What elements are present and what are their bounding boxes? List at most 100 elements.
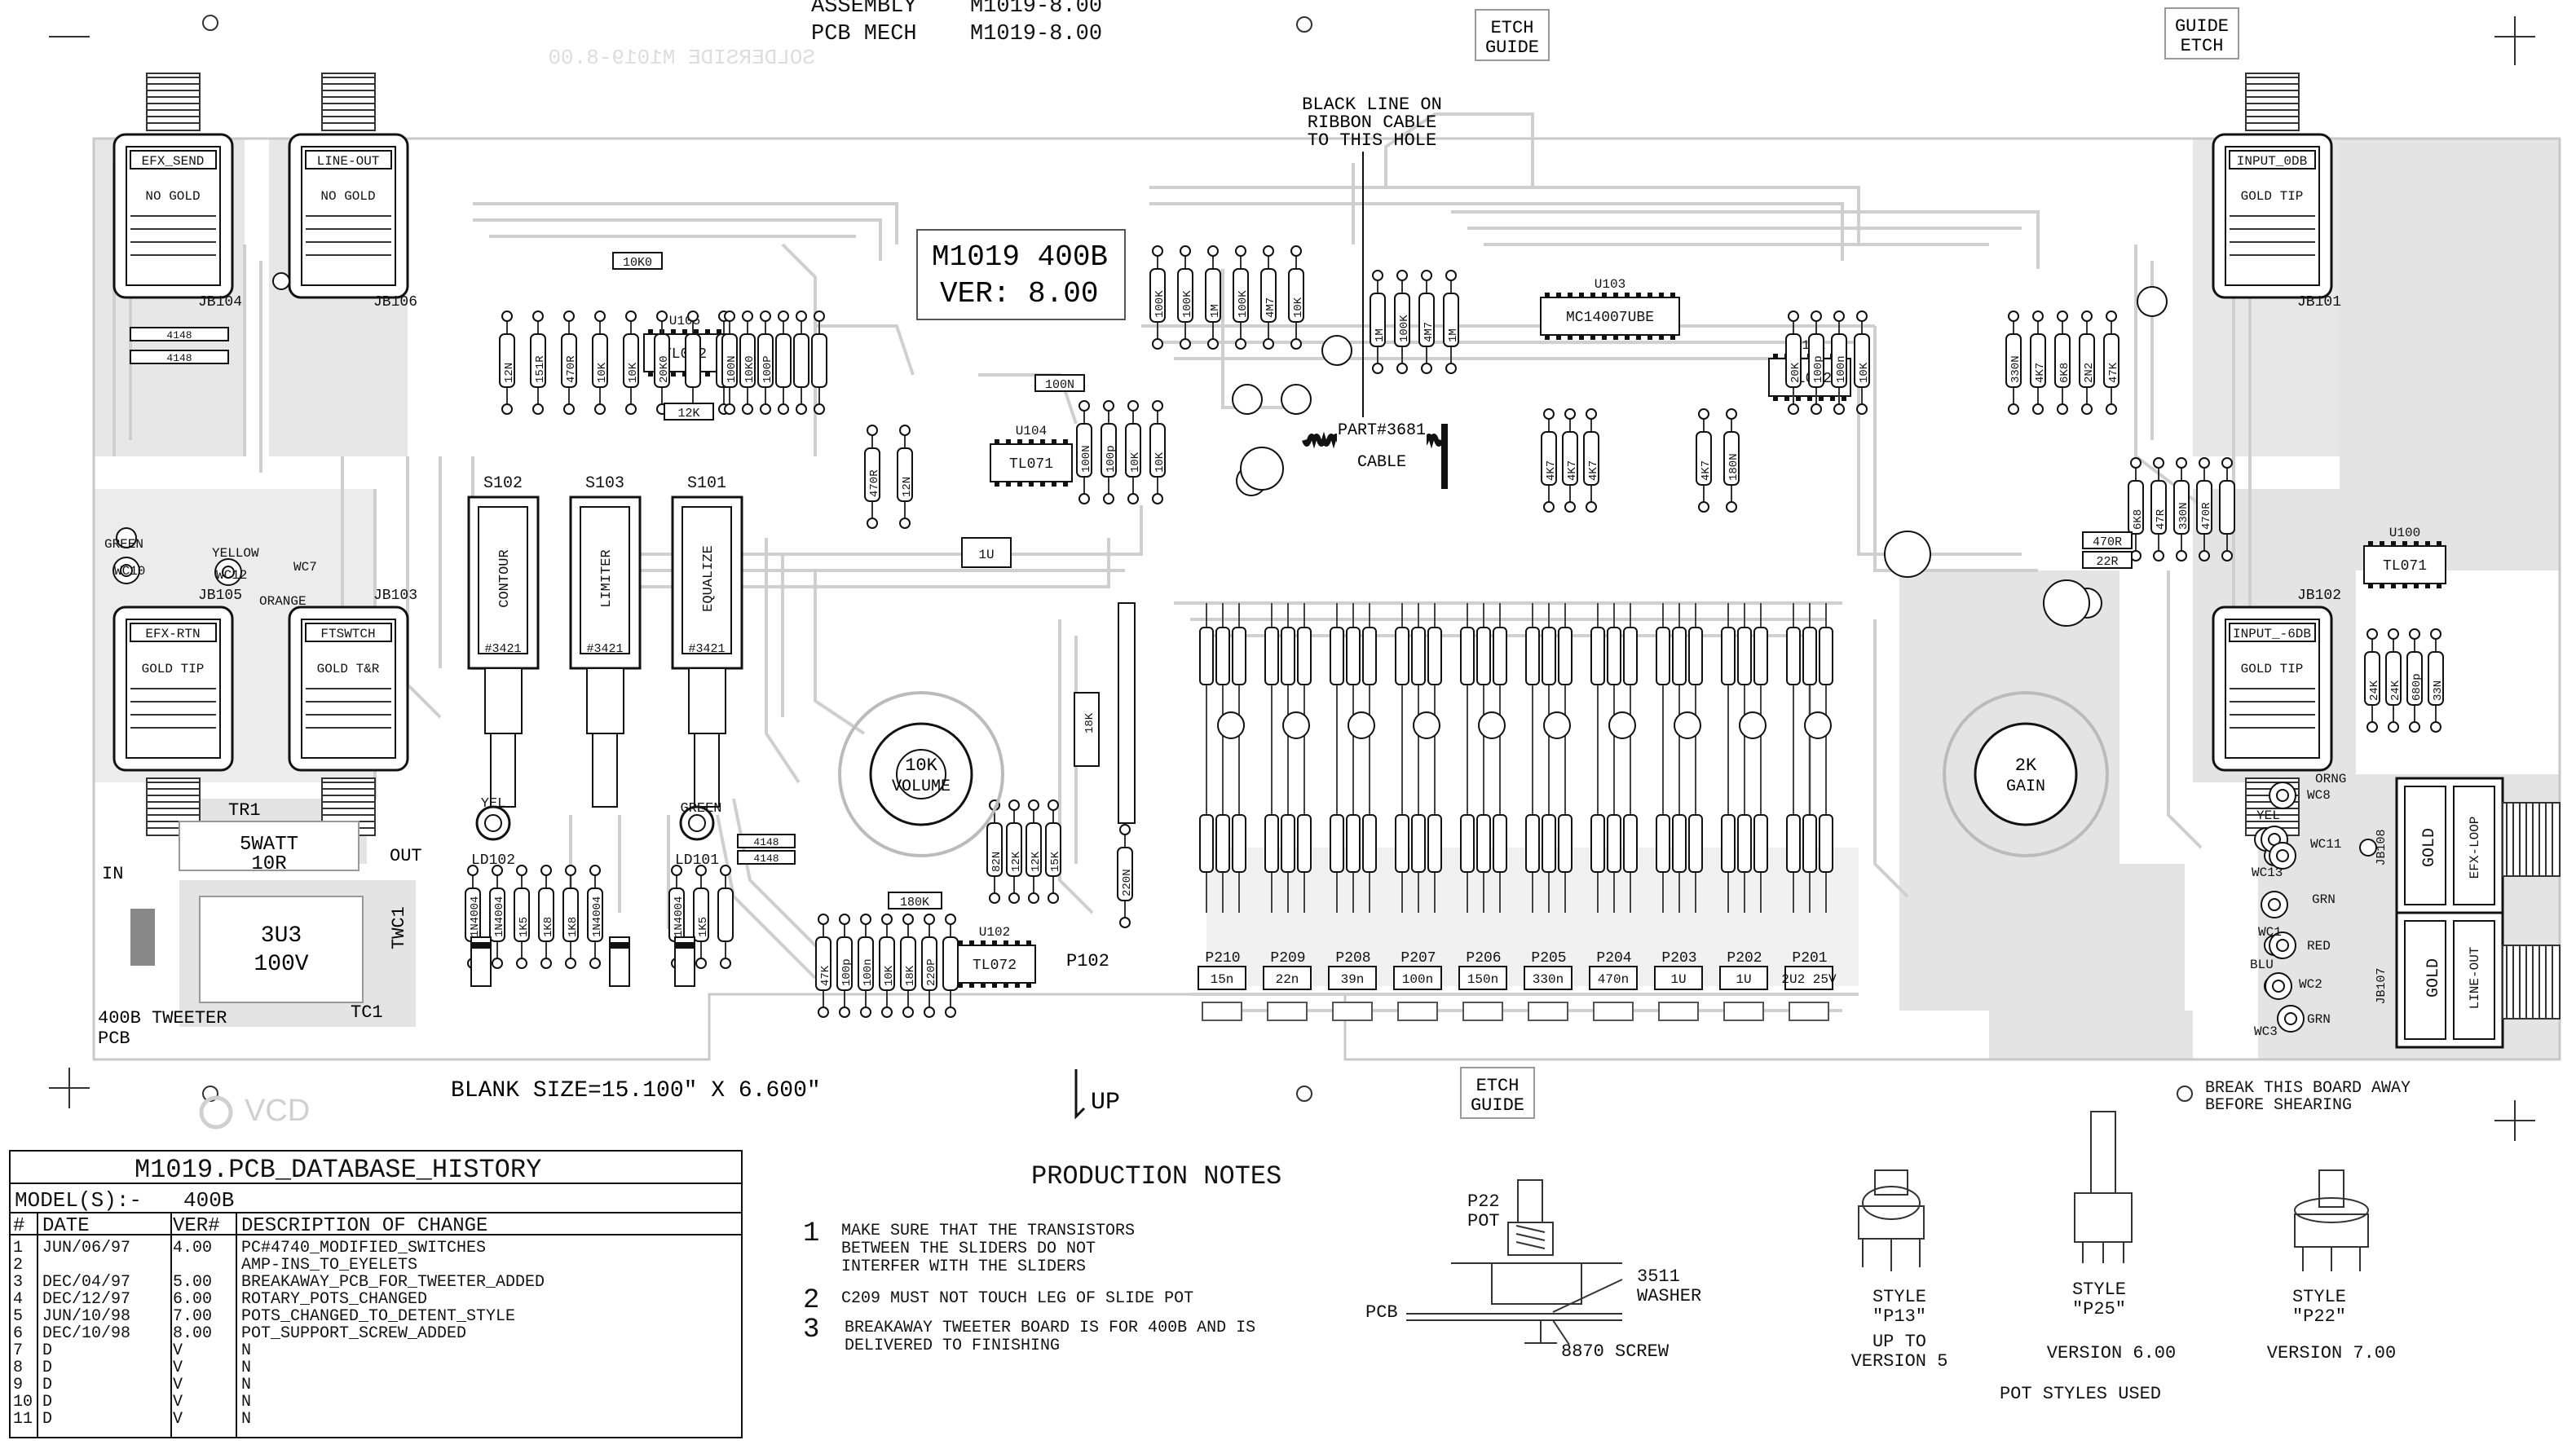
slider-transistor (1413, 711, 1440, 739)
pad (2199, 457, 2210, 469)
slider-resistor (1281, 814, 1295, 873)
wire-label: ORANGE (259, 594, 307, 609)
trace (1451, 210, 2040, 269)
switch-stem (586, 667, 624, 734)
switch-stem (688, 667, 726, 734)
svg-text:8870 SCREW: 8870 SCREW (1561, 1341, 1670, 1362)
switch-body (671, 495, 743, 670)
resistor-body (793, 333, 809, 388)
switch-inner (580, 506, 630, 654)
chip-pin (2402, 541, 2407, 546)
component-value: 6K8 (2132, 509, 2145, 530)
resistor-body (1117, 847, 1133, 901)
pad (1127, 493, 1139, 504)
trace (814, 570, 866, 735)
wire-pad (2261, 891, 2288, 918)
component-value: 24K (2389, 680, 2402, 701)
pad (565, 865, 576, 876)
chip-pin (992, 983, 997, 988)
jack-label-box (305, 623, 392, 642)
chip-pin (969, 940, 974, 945)
chip-body (1540, 297, 1680, 336)
blank-size-text: BLANK SIZE=15.100" X 6.600" (451, 1078, 821, 1103)
resistor-body (2030, 333, 2046, 388)
resistor-body (1149, 423, 1166, 478)
history-table: M1019.PCB_DATABASE_HISTORY MODEL(S):- 40… (9, 1150, 743, 1438)
wire-pad (2277, 1005, 2305, 1033)
pad (516, 958, 527, 969)
resistor-value: 470R (2093, 535, 2122, 549)
slider-resistor (1786, 627, 1801, 685)
svg-text:400B TWEETER: 400B TWEETER (98, 1008, 227, 1028)
slider-resistor (1215, 627, 1230, 685)
wire-label: WC1 (2258, 925, 2282, 940)
svg-text:GUIDE: GUIDE (1485, 37, 1539, 58)
component-value: 4K7 (1566, 460, 1579, 481)
history-col-1: DATE (42, 1215, 90, 1237)
chip-label: TL071 (2383, 558, 2427, 575)
slider-transistor (1478, 711, 1506, 739)
resistor-body (489, 887, 505, 942)
resistor-180k (888, 892, 942, 909)
wire-pad-hole (2276, 789, 2289, 802)
chip-body (2363, 545, 2446, 584)
component-value: 1M (1209, 304, 1222, 318)
resistor-body (1101, 423, 1117, 478)
pad (1445, 363, 1457, 374)
resistor-body (921, 936, 937, 991)
chip-pin (2368, 584, 2373, 588)
chip-pin (1017, 439, 1022, 444)
dual-jack-cell (2453, 786, 2495, 905)
wire-label: WC3 (2254, 1024, 2278, 1039)
slider-resistor (1688, 627, 1703, 685)
resistor-body (775, 333, 792, 388)
pad (540, 865, 552, 876)
volume-ref: P102 (1066, 951, 1109, 971)
slider-resistor (1476, 627, 1491, 685)
wire-label: ORNG (2315, 772, 2346, 786)
blank-size-block: BLANK SIZE=15.100" X 6.600" UP VCD (199, 1069, 1120, 1130)
slider-resistor (1395, 627, 1409, 685)
svg-text:"P13": "P13" (1872, 1306, 1926, 1327)
component-value: 1K5 (697, 917, 710, 937)
resistor-value: 18K (1083, 712, 1096, 733)
svg-text:VERSION 6.00: VERSION 6.00 (2047, 1343, 2176, 1363)
jack-barrel (2245, 73, 2300, 131)
history-cell: 10 (13, 1393, 33, 1412)
svg-text:3U3: 3U3 (261, 923, 302, 949)
history-cell: PC#4740_MODIFIED_SWITCHES (241, 1239, 486, 1257)
resistor-body (879, 936, 895, 991)
resistor-body (1394, 293, 1410, 347)
component-value: 10K (596, 362, 609, 383)
pcb-mech-value: M1019-8.00 (970, 22, 1102, 46)
component-value: 47R (2155, 509, 2168, 530)
pad (1833, 403, 1845, 415)
pad (1235, 245, 1246, 257)
chip-pin (1796, 396, 1801, 401)
slider-cap-value: 330n (1533, 972, 1564, 987)
chip-pin (2391, 541, 2396, 546)
pad (720, 865, 731, 876)
resistor-body (2150, 480, 2167, 535)
component-value: 330N (2009, 355, 2022, 383)
pad (860, 1006, 871, 1018)
slider-resistor (1721, 627, 1736, 685)
history-cell: N (241, 1341, 251, 1360)
slider-cap (1784, 966, 1833, 990)
gain-pot: 2K GAIN (1943, 691, 2109, 857)
pot-style-p25 (2074, 1111, 2133, 1263)
pad (945, 914, 956, 925)
passive-row: 220N (1117, 824, 1134, 928)
trace (587, 538, 1110, 588)
resistor-body (942, 936, 959, 991)
pad (1856, 310, 1868, 322)
jack-inner (2225, 619, 2320, 759)
jack-ref: JB101 (2297, 294, 2341, 310)
